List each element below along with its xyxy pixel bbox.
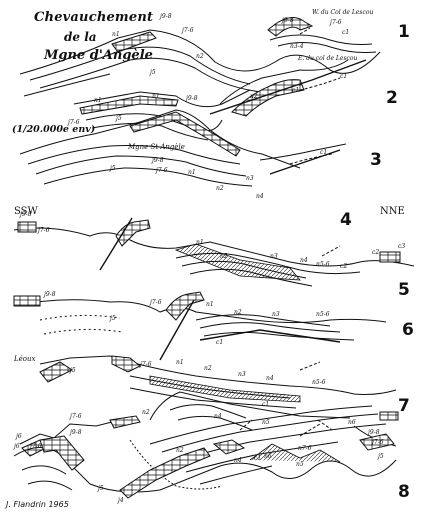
label-col-west: W. du Col de Lescou	[312, 9, 374, 16]
section-8-drawing	[13, 419, 397, 499]
unit-label: c1	[320, 149, 328, 156]
unit-label: j9-8	[368, 429, 380, 436]
unit-label: j9-8	[44, 291, 56, 298]
unit-label: j9-8	[20, 211, 32, 218]
unit-label: n2	[176, 447, 184, 454]
section-3-drawing	[19, 109, 347, 187]
unit-label: j7-6	[150, 299, 162, 306]
section-number-1: 1	[398, 22, 410, 42]
section-number-4: 4	[340, 210, 352, 230]
unit-label: j7-6	[140, 361, 152, 368]
unit-label: j5	[150, 69, 156, 76]
unit-label: j9-8	[282, 17, 294, 24]
section-number-8: 8	[398, 482, 410, 502]
unit-label: n1	[152, 93, 160, 100]
label-col-east: E. du col de Lescou	[298, 55, 358, 62]
unit-label: n5-6	[316, 261, 330, 268]
section-number-7: 7	[398, 396, 410, 416]
author-credit: J. Flandrin 1965	[6, 500, 69, 509]
unit-label: j9-8	[186, 95, 198, 102]
unit-label: n2	[216, 185, 224, 192]
unit-label: j7-6	[68, 119, 80, 126]
title-line-1: Chevauchement	[34, 10, 154, 25]
unit-label: c1	[262, 401, 270, 408]
unit-label: j9-8	[70, 429, 82, 436]
unit-label: n1	[112, 31, 120, 38]
section-number-2: 2	[386, 88, 398, 108]
scale-note: (1/20.000e env)	[12, 124, 96, 135]
unit-label: c1	[216, 339, 224, 346]
orientation-left: SSW	[14, 206, 38, 217]
unit-label: n6	[348, 419, 356, 426]
unit-label: j7-6	[70, 413, 82, 420]
unit-label: j5	[110, 165, 116, 172]
unit-label: j7-6	[30, 443, 42, 450]
unit-label: n5-6	[316, 311, 330, 318]
unit-label: n4	[234, 457, 242, 464]
section-6-drawing	[39, 355, 397, 431]
unit-label: n4	[214, 413, 222, 420]
unit-label: n1	[188, 169, 196, 176]
unit-label: n3-4	[290, 43, 304, 50]
label-leoux: Léoux	[14, 355, 36, 363]
unit-label: j5	[70, 367, 76, 374]
unit-label: c1	[254, 455, 262, 462]
unit-label: n6	[264, 453, 272, 460]
unit-label: n3	[272, 311, 280, 318]
section-4-drawing	[13, 217, 415, 287]
unit-label: n2	[234, 309, 242, 316]
unit-label: c1	[342, 29, 350, 36]
unit-label: n1	[176, 359, 184, 366]
section-number-5: 5	[398, 280, 410, 300]
unit-label: n5	[262, 419, 270, 426]
unit-label: n3	[270, 253, 278, 260]
unit-label: j7-6	[156, 167, 168, 174]
unit-label: n4	[266, 375, 274, 382]
title-line-3: Mgne d'Angèle	[44, 48, 153, 63]
title-line-2: de la	[64, 30, 97, 44]
unit-label: n1	[196, 239, 204, 246]
unit-label: j6	[16, 433, 22, 440]
unit-label: n2	[204, 365, 212, 372]
section-number-6: 6	[402, 320, 414, 340]
unit-label: n5	[296, 461, 304, 468]
unit-label: c2	[372, 249, 380, 256]
unit-label: n4	[300, 257, 308, 264]
unit-label: j9-8	[152, 157, 164, 164]
unit-label: n3	[246, 175, 254, 182]
unit-label: j7-6	[372, 439, 384, 446]
unit-label: n2	[220, 253, 228, 260]
section-1-drawing	[19, 17, 381, 97]
section-number-3: 3	[370, 150, 382, 170]
unit-label: j6	[14, 443, 20, 450]
unit-label: j7-6	[330, 19, 342, 26]
unit-label: n1	[94, 97, 102, 104]
unit-label: j5	[116, 115, 122, 122]
section-5-drawing	[13, 291, 387, 361]
unit-label: n2	[196, 53, 204, 60]
unit-label: n7-6	[298, 445, 312, 452]
unit-label: n4	[256, 193, 264, 200]
orientation-right: NNE	[380, 206, 405, 217]
unit-label: j7-6	[182, 27, 194, 34]
unit-label: j5	[98, 485, 104, 492]
unit-label: j5	[110, 315, 116, 322]
unit-label: j4	[118, 497, 124, 504]
unit-label: c1	[340, 73, 348, 80]
unit-label: j9-8	[160, 13, 172, 20]
unit-label: j7-6	[38, 227, 50, 234]
unit-label: n5-6	[312, 379, 326, 386]
unit-label: c3	[398, 243, 406, 250]
unit-label: j5	[378, 453, 384, 460]
unit-label: n3	[238, 371, 246, 378]
unit-label: n1	[206, 301, 214, 308]
label-angele: Mgne St Angèle	[128, 143, 185, 151]
section-2-drawing	[73, 59, 367, 141]
unit-label: n2	[250, 93, 258, 100]
unit-label: c1	[292, 87, 300, 94]
unit-label: n2	[142, 409, 150, 416]
unit-label: c2	[340, 263, 348, 270]
